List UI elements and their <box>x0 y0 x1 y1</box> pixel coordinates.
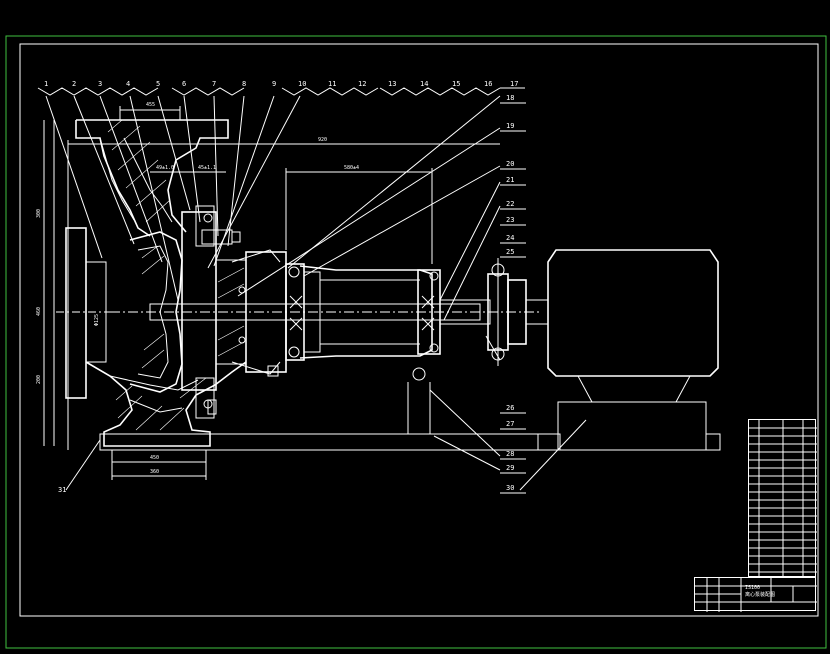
dim-a: 49±1.0 <box>156 165 174 171</box>
coupling <box>487 258 527 366</box>
title-block-grid <box>695 578 817 612</box>
pump-casing <box>56 106 247 447</box>
dim-left-h2: 460 <box>36 307 42 316</box>
dim-bore: Φ125 <box>94 314 100 326</box>
callout-2: 2 <box>72 80 76 88</box>
callout-22: 22 <box>506 200 514 208</box>
dimension-lines <box>43 120 500 480</box>
right-callout-labels: 18 19 20 21 22 23 24 25 26 27 28 29 30 <box>500 94 526 494</box>
parts-list-grid <box>749 420 817 578</box>
callout-25: 25 <box>506 248 514 256</box>
callout-31-leader <box>65 439 101 491</box>
callout-6: 6 <box>182 80 186 88</box>
callout-21: 21 <box>506 176 514 184</box>
dim-left-h3: 200 <box>36 375 42 384</box>
outer-frame <box>5 35 827 649</box>
callout-7: 7 <box>212 80 216 88</box>
callout-26: 26 <box>506 404 514 412</box>
dim-c: 455 <box>146 102 155 108</box>
title-block-code: IS100 <box>745 585 761 591</box>
title-block: IS100 离心泵装配图 <box>694 577 817 612</box>
dim-overall-length: 920 <box>318 137 327 143</box>
callout-9: 9 <box>272 80 276 88</box>
callout-3: 3 <box>98 80 102 88</box>
dim-base-b: 360 <box>150 469 159 475</box>
callout-30: 30 <box>506 484 514 492</box>
callout-10: 10 <box>298 80 306 88</box>
callout-5: 5 <box>156 80 160 88</box>
callout-28: 28 <box>506 450 514 458</box>
callout-17: 17 <box>510 80 518 88</box>
callout-19: 19 <box>506 122 514 130</box>
callout-14: 14 <box>420 80 428 88</box>
callout-1: 1 <box>44 80 48 88</box>
callout-8: 8 <box>242 80 246 88</box>
top-callout-leaders <box>37 87 525 96</box>
callout-29: 29 <box>506 464 514 472</box>
callout-23: 23 <box>506 216 514 224</box>
callout-24: 24 <box>506 234 514 242</box>
callout-27: 27 <box>506 420 514 428</box>
dim-base-a: 450 <box>150 455 159 461</box>
callout-20: 20 <box>506 160 514 168</box>
callout-12: 12 <box>358 80 366 88</box>
inner-frame <box>19 43 819 617</box>
callout-4: 4 <box>126 80 130 88</box>
base-frame <box>99 367 561 451</box>
callout-31: 31 <box>58 486 66 494</box>
callout-13: 13 <box>388 80 396 88</box>
pump-shaft <box>110 299 540 325</box>
title-block-name: 离心泵装配图 <box>745 592 776 598</box>
parts-list-table <box>748 419 817 578</box>
callout-16: 16 <box>484 80 492 88</box>
dim-b: 45±1.1 <box>198 165 216 171</box>
callout-18: 18 <box>506 94 514 102</box>
bearing-bracket <box>181 205 287 419</box>
callout-11: 11 <box>328 80 336 88</box>
electric-motor <box>525 249 721 451</box>
dim-shaft-span: 580±4 <box>344 165 359 171</box>
dim-left-h1: 300 <box>36 209 42 218</box>
callout-15: 15 <box>452 80 460 88</box>
callout-leader-lines <box>45 95 587 491</box>
